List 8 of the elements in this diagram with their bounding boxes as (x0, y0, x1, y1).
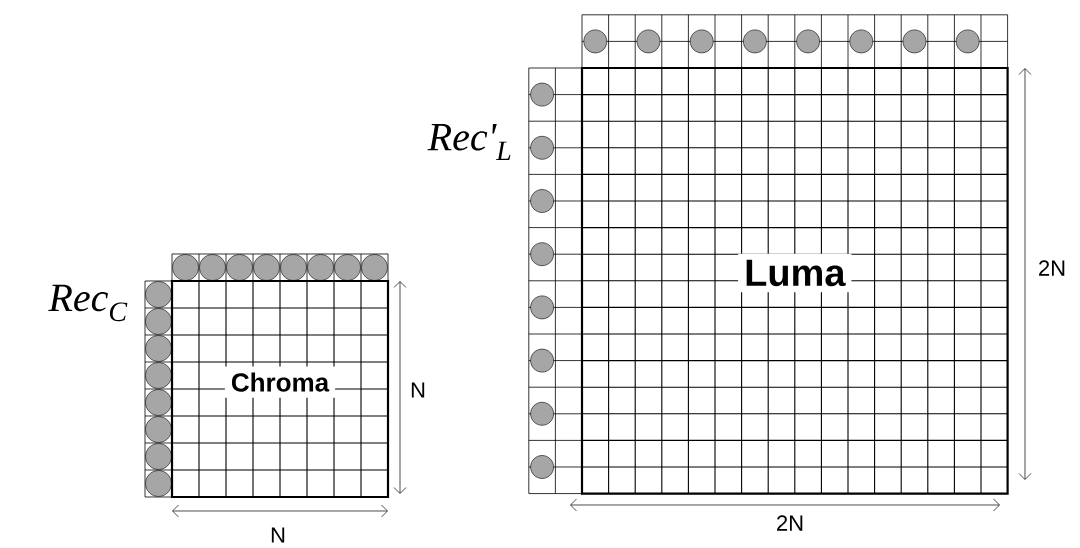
block-box: Chroma (170, 279, 390, 499)
block-box: Luma (580, 66, 1009, 495)
dimension-label: 2N (777, 515, 803, 531)
dimension-label: N (411, 382, 425, 398)
signal-label: Rec$_{C}$ (48, 284, 128, 322)
dimension-label: N (271, 527, 285, 543)
dimension-label: 2N (1039, 260, 1065, 276)
signal-label: Rec'$_{L}$ (427, 124, 511, 160)
